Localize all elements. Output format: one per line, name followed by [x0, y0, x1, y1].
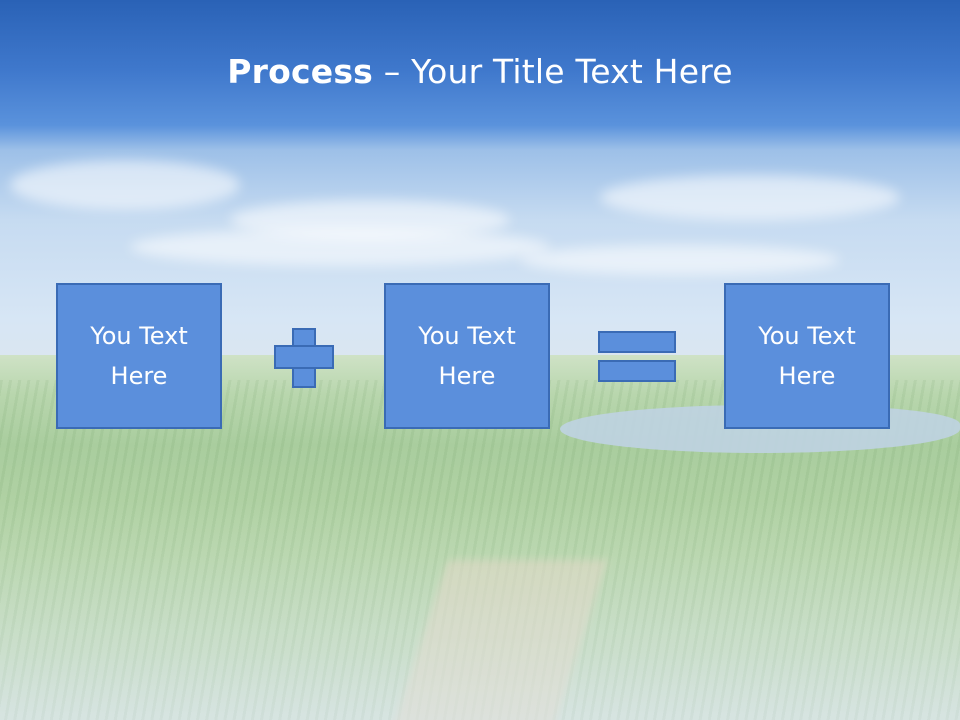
process-box-text: You Text Here: [758, 316, 856, 396]
box-line-1: You Text: [418, 322, 516, 350]
cloud: [520, 245, 840, 275]
process-box-3[interactable]: You Text Here: [724, 283, 890, 429]
box-line-1: You Text: [90, 322, 188, 350]
process-box-1[interactable]: You Text Here: [56, 283, 222, 429]
plus-center: [294, 347, 314, 367]
haze-overlay: [0, 500, 960, 720]
cloud: [600, 175, 900, 220]
process-box-text: You Text Here: [90, 316, 188, 396]
slide-title: Process – Your Title Text Here: [0, 52, 960, 91]
cloud: [130, 228, 550, 266]
box-line-2: Here: [110, 362, 168, 390]
title-bold: Process: [227, 52, 374, 91]
equals-bottom-bar: [598, 360, 676, 382]
process-box-text: You Text Here: [418, 316, 516, 396]
equals-top-bar: [598, 331, 676, 353]
box-line-2: Here: [438, 362, 496, 390]
process-box-2[interactable]: You Text Here: [384, 283, 550, 429]
box-line-2: Here: [778, 362, 836, 390]
box-line-1: You Text: [758, 322, 856, 350]
cloud: [10, 160, 240, 210]
title-rest: – Your Title Text Here: [373, 52, 733, 91]
